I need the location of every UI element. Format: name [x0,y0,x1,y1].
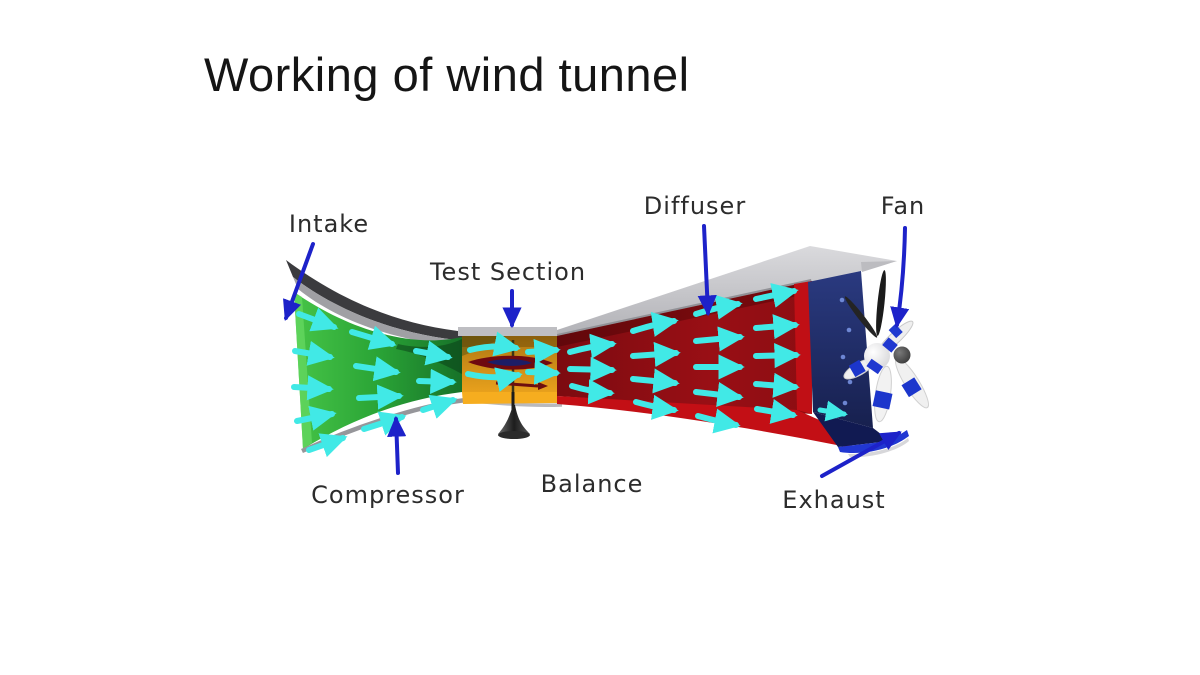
flow-arrow [292,340,335,366]
test-section-flange [462,392,560,404]
roof-surface [557,246,897,337]
intake-shell-dark [286,260,468,341]
diffuser-wall [557,281,812,414]
flow-arrow [349,325,397,350]
label-diffuser: Diffuser [643,192,747,220]
flow-arrow [465,367,523,392]
roof-right-bevel [861,261,897,272]
flow-arrow [291,375,334,401]
housing-speckle [846,327,852,333]
fan-blade-dark-diag [844,296,878,338]
flow-arrow [693,381,744,408]
housing-speckle [842,400,848,406]
flow-arrow [753,342,801,369]
flow-arrow [467,331,521,357]
housing-speckle [840,354,846,360]
flow-arrow [525,359,561,385]
fan-assembly [843,270,929,423]
flow-arrow [306,433,348,458]
exhaust-pointer [820,431,902,478]
flow-arrow [630,311,679,337]
flow-arrow [294,405,337,431]
fan-blade-patch-left [848,359,866,378]
test-section-top-strip [458,327,557,336]
label-exhaust: Exhaust [782,486,886,514]
page-title: Working of wind tunnel [204,48,690,101]
flow-arrow [753,314,800,340]
label-test-section: Test Section [429,258,587,286]
fan-blade-dark-up [876,270,886,336]
flow-arrow [633,394,679,420]
flow-arrow [413,340,453,366]
exhaust-blue-swoosh [838,430,909,454]
flow-arrow [567,333,617,359]
flow-arrow [695,408,741,434]
flow-arrow [693,326,745,352]
fan-root-band [866,358,884,375]
flow-arrow [416,368,457,394]
flow-arrow [630,341,681,368]
airfoil-core [487,359,532,366]
flow-arrow [753,372,800,398]
flow-arrow [630,368,680,394]
flow-arrow [420,394,458,419]
label-fan: Fan [880,192,926,220]
label-arrows [283,224,910,478]
fan-housing-face [808,271,873,428]
intake-funnel-highlight [294,292,312,449]
label-compressor: Compressor [311,481,465,509]
fan-blade-patch-right [901,377,922,398]
flow-arrow [567,356,617,383]
balance-base [498,431,530,439]
flow-arrow [569,379,615,405]
fan-pointer [890,226,910,329]
housing-speckle [839,297,845,303]
balance-base-trumpet [498,405,530,434]
compressor-pointer [387,415,407,475]
label-balance: Balance [540,470,644,498]
flow-arrow [754,399,798,424]
housing-speckle [847,379,853,385]
flow-arrow [753,283,799,308]
fan-blade-patch-down [872,390,893,410]
diffuser-pointer [697,224,717,317]
flow-arrow [353,356,401,382]
label-intake: Intake [288,210,370,238]
flow-arrow [356,384,404,410]
flow-arrow [296,307,339,332]
fan-spinner [893,346,911,364]
flow-arrow [817,400,848,422]
flow-arrow [525,338,561,365]
diffuser-top-shade [557,281,812,347]
intake-pointer [283,242,315,322]
fan-root-band [882,337,898,353]
fan-housing-panel [808,271,873,428]
